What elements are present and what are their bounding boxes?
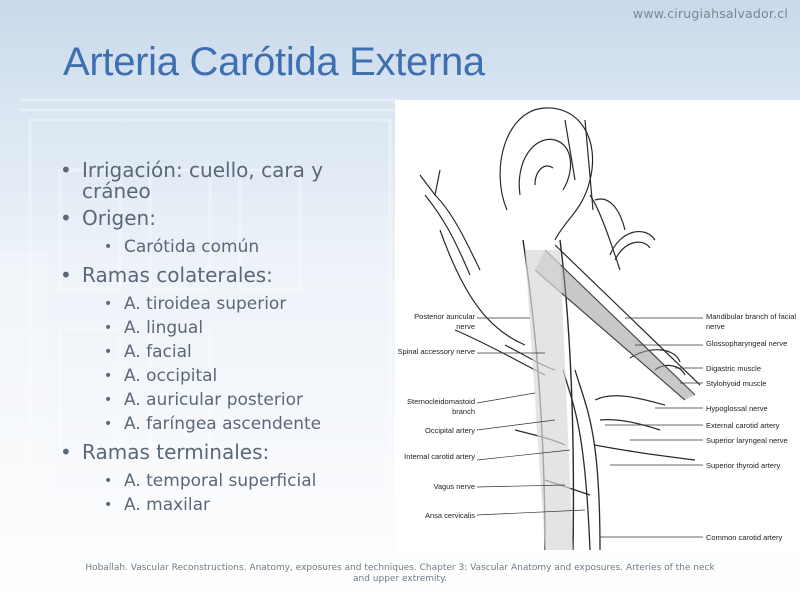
- label-common-carotid-artery: Common carotid artery: [706, 533, 783, 542]
- label-digastric-muscle: Digastric muscle: [706, 364, 762, 373]
- sub-bullet-item: Carótida común: [102, 235, 358, 259]
- neck-anatomy-illustration: [419, 107, 703, 551]
- sub-bullet-item: A. facial: [102, 340, 358, 364]
- label-sternocleidomastoid-branch: Sternocleidomastoid branch: [407, 397, 475, 416]
- label-glossopharyngeal-nerve: Glossopharyngeal nerve: [706, 339, 788, 348]
- bullet-list: Irrigación: cuello, cara y cráneo Origen…: [58, 160, 358, 523]
- anatomy-figure: Posterior auricular nerve Spinal accesso…: [395, 100, 800, 555]
- bullet-group: Ramas colaterales: A. tiroidea superior …: [58, 265, 358, 437]
- bullet-item: Ramas terminales:: [58, 442, 358, 464]
- bullet-group: Ramas terminales: A. temporal superficia…: [58, 442, 358, 518]
- label-spinal-accessory-nerve: Spinal accessory nerve: [397, 347, 475, 356]
- bullet-item: Ramas colaterales:: [58, 265, 358, 287]
- label-external-carotid-artery: External carotid artery: [706, 421, 780, 430]
- label-internal-carotid-artery: Internal carotid artery: [404, 452, 475, 461]
- bullet-item: Origen:: [58, 208, 358, 230]
- sub-bullet-item: A. auricular posterior: [102, 388, 358, 412]
- label-mandibular-branch-facial-nerve: Mandibular branch of facial nerve: [706, 312, 797, 331]
- label-vagus-nerve: Vagus nerve: [433, 482, 475, 491]
- sub-bullet-item: A. lingual: [102, 316, 358, 340]
- label-superior-laryngeal-nerve: Superior laryngeal nerve: [706, 436, 788, 445]
- label-superior-thyroid-artery: Superior thyroid artery: [706, 461, 781, 470]
- label-posterior-auricular-nerve: Posterior auricular nerve: [414, 312, 475, 331]
- bullet-group: Irrigación: cuello, cara y cráneo: [58, 160, 358, 202]
- sub-bullet-item: A. faríngea ascendente: [102, 412, 358, 436]
- label-stylohyoid-muscle: Stylohyoid muscle: [706, 379, 767, 388]
- sub-bullet-item: A. occipital: [102, 364, 358, 388]
- bullet-item: Irrigación: cuello, cara y cráneo: [58, 160, 358, 202]
- label-occipital-artery: Occipital artery: [424, 426, 475, 435]
- sub-bullet-item: A. temporal superficial: [102, 469, 358, 493]
- slide-title: Arteria Carótida Externa: [63, 40, 485, 84]
- label-hypoglossal-nerve: Hypoglossal nerve: [706, 404, 768, 413]
- bullet-group: Origen: Carótida común: [58, 208, 358, 260]
- label-ansa-cervicalis: Ansa cervicalis: [424, 511, 475, 520]
- sub-bullet-item: A. maxilar: [102, 493, 358, 517]
- sub-bullet-item: A. tiroidea superior: [102, 292, 358, 316]
- site-url: www.cirugiahsalvador.cl: [632, 6, 788, 21]
- citation: Hoballah. Vascular Reconstructions. Anat…: [85, 563, 715, 584]
